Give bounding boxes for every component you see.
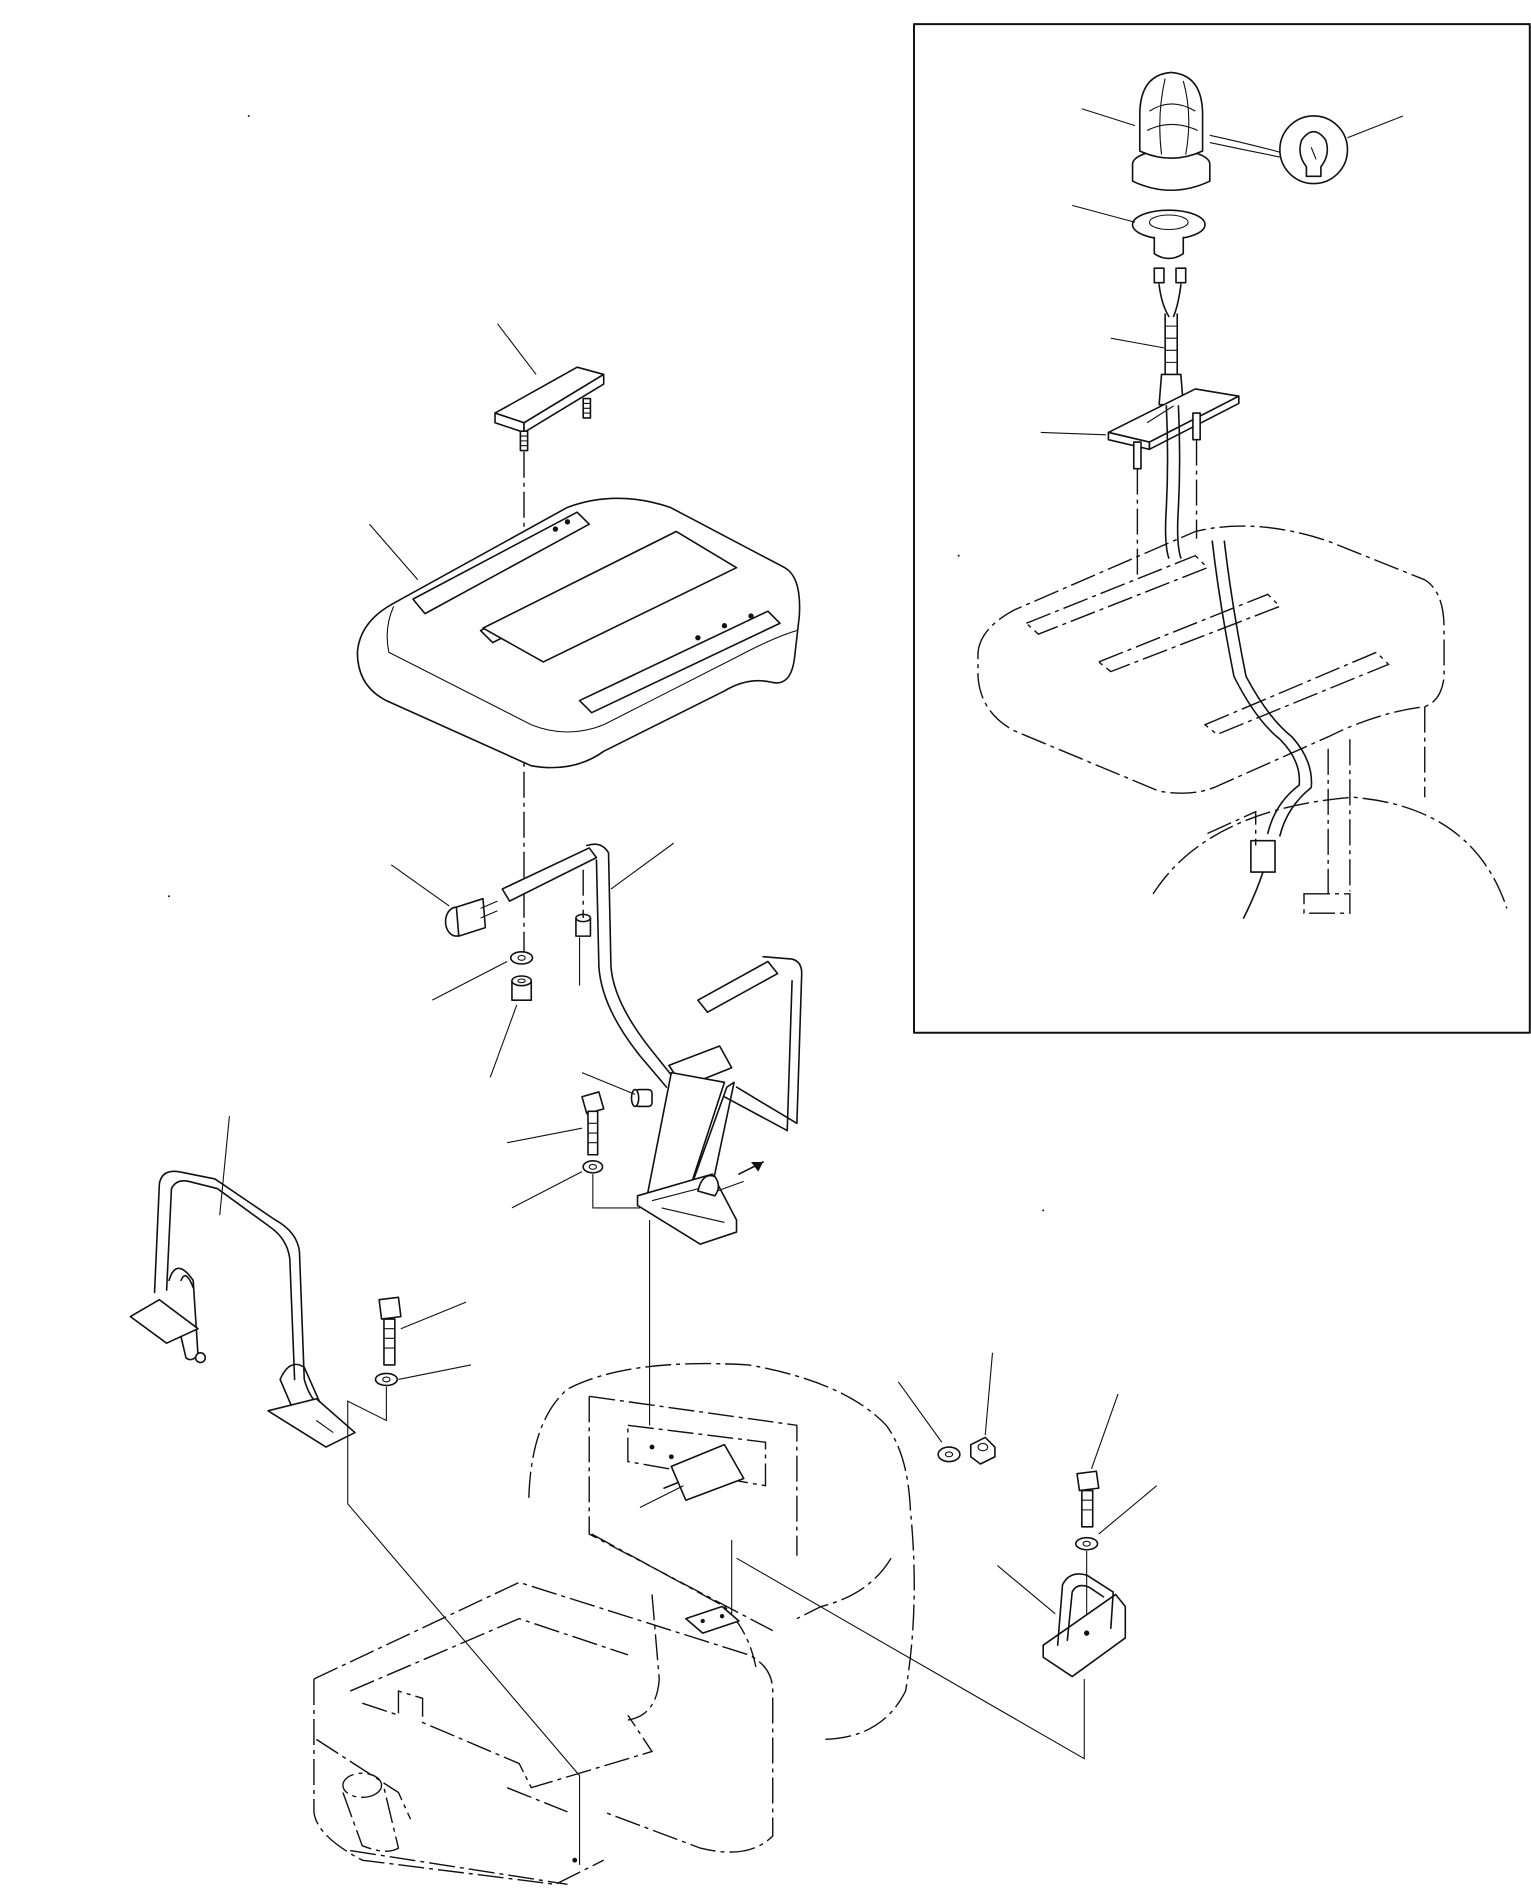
washer-left [376,1373,398,1385]
beacon-harness [1154,268,1185,404]
washer-right [938,1447,960,1461]
beacon-base-ring [1133,210,1205,258]
connector-bottom-right [737,1558,1085,1759]
inset-canopy-roof [978,526,1507,913]
washer-right-lower [1076,1538,1098,1550]
bolt-left [379,1297,401,1365]
beacon-mounting-bracket [1108,389,1238,577]
right-bracket [1043,1574,1125,1677]
connector-left [348,1387,580,1865]
nut-right [971,1437,995,1464]
leader-lines [220,109,1403,1614]
connector-center [593,1174,640,1208]
left-guard-frame [130,1171,355,1447]
canopy-roof [357,498,799,767]
nut-upper [512,976,531,1000]
top-cover-plate [495,367,604,450]
canopy-frame [502,844,801,1244]
specks [168,114,1045,1212]
washer-center [583,1161,602,1173]
revolving-frame [314,1364,914,1885]
rotating-beacon-lamp [1133,72,1280,190]
collar-upper [576,870,590,936]
collar-lower [631,1090,652,1107]
bolt-center [582,1092,604,1155]
knob [446,899,498,936]
washer-upper [511,952,533,964]
inset-frame [914,24,1530,1033]
beacon-bulb [1280,116,1348,184]
bolt-right [1077,1471,1099,1527]
inset-harness-route [1166,406,1312,918]
